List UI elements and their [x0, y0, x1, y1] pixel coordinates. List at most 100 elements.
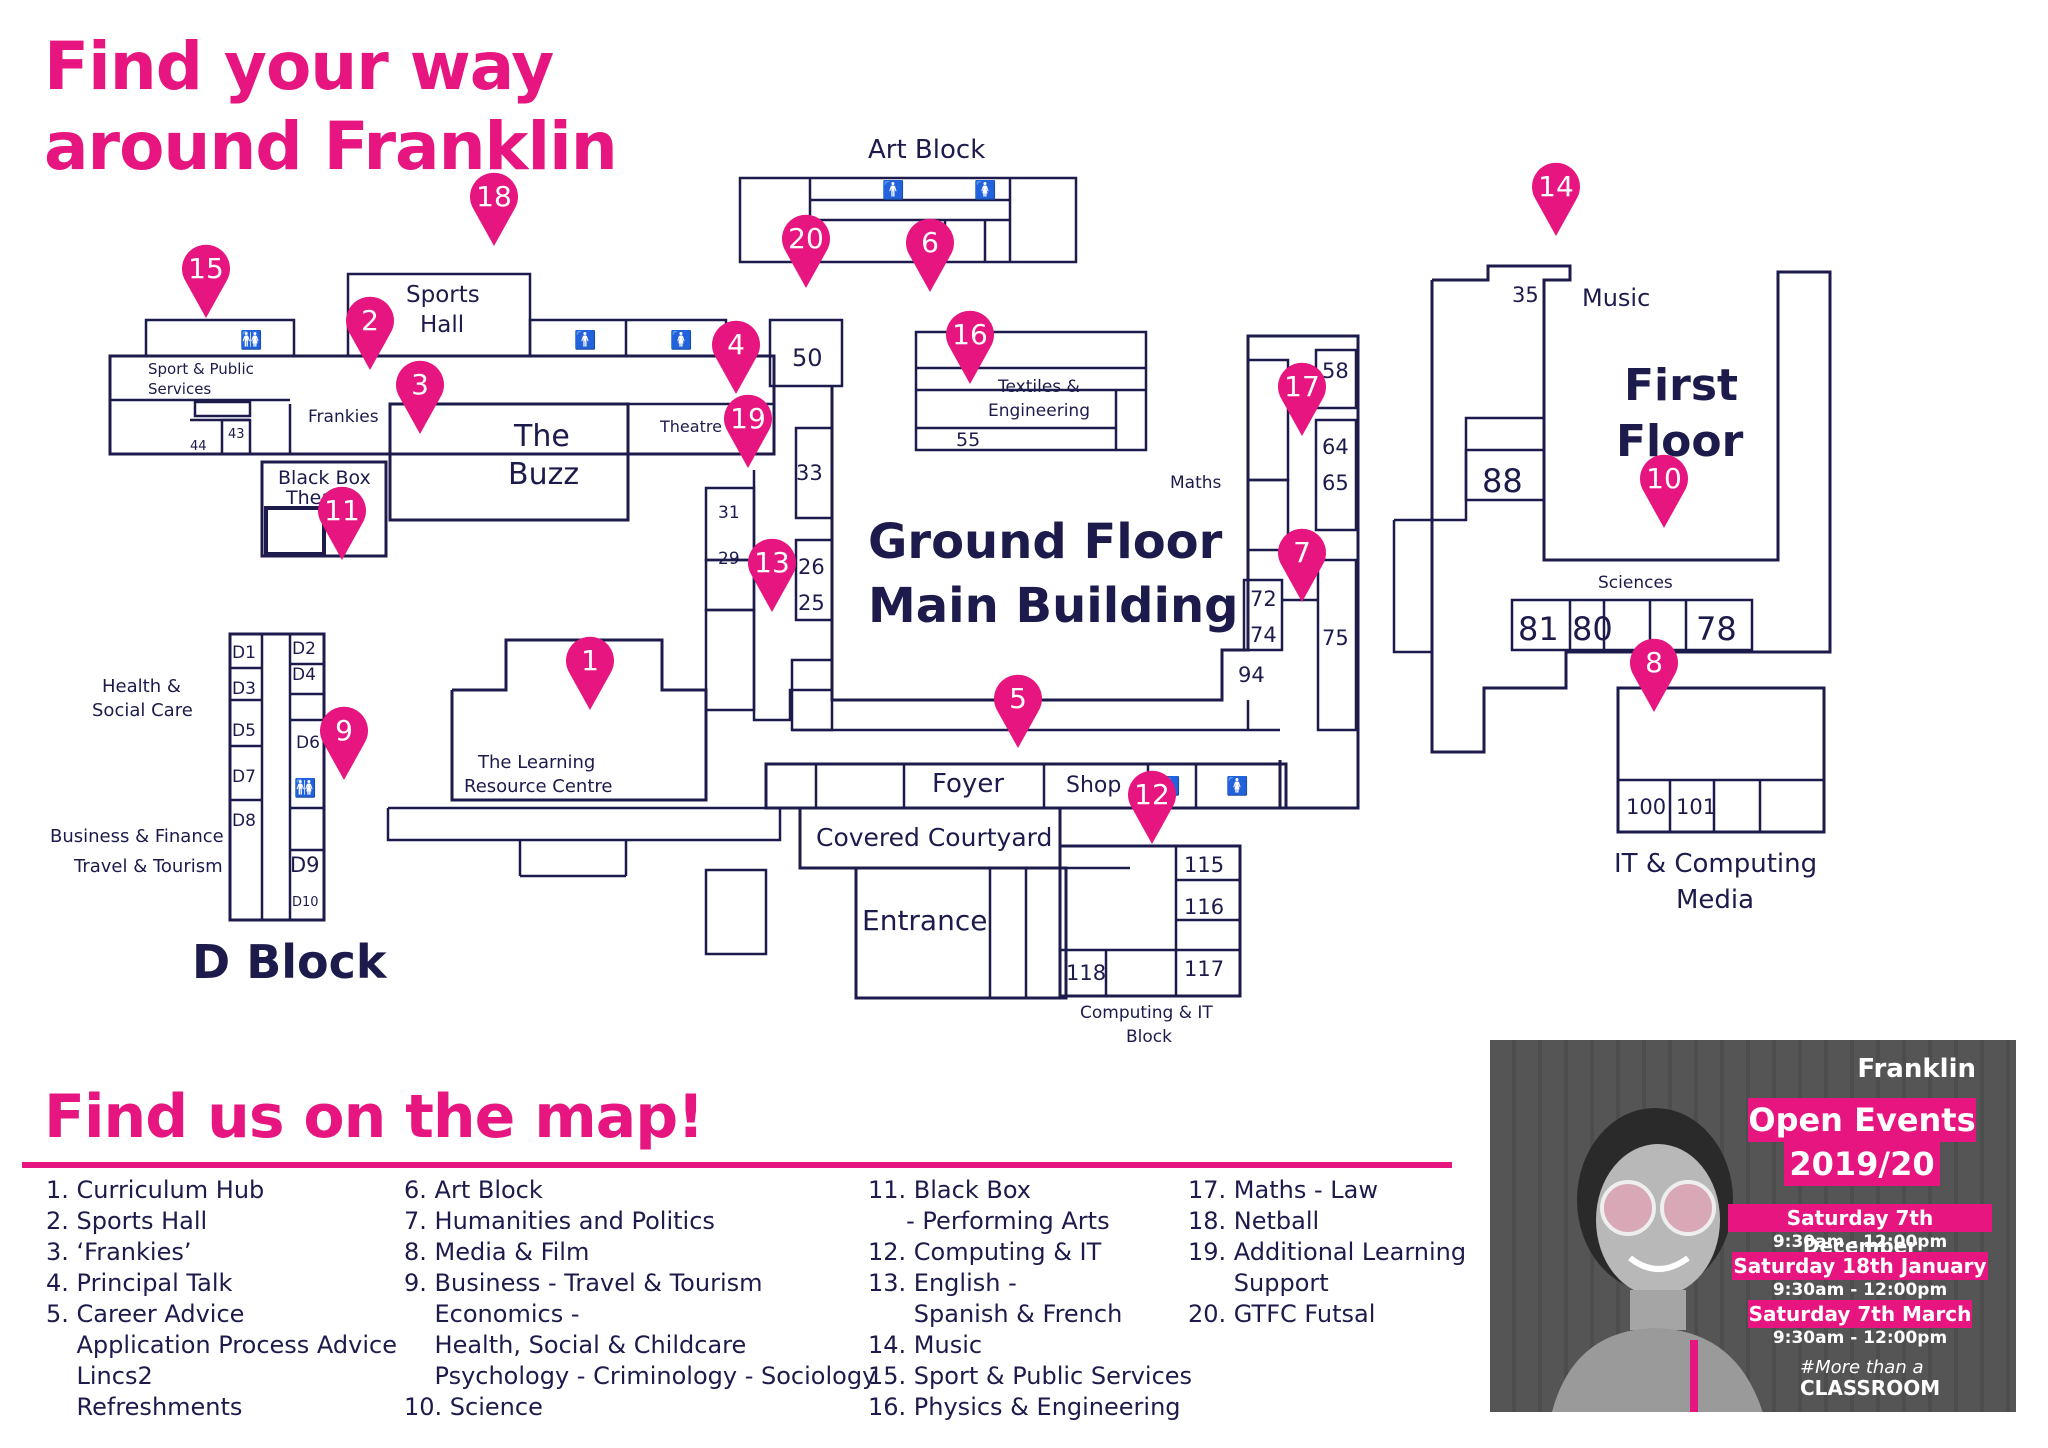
room-33: 33: [796, 461, 823, 485]
room-D6: D6: [296, 733, 320, 753]
legend-item: 4. Principal Talk: [46, 1269, 233, 1297]
legend-item: Health, Social & Childcare: [404, 1331, 747, 1359]
map-marker-10[interactable]: 10: [1640, 454, 1688, 528]
label-health-1: Health &: [102, 676, 181, 697]
map-pin-icon: [470, 172, 518, 246]
map-pin-icon: [1278, 362, 1326, 436]
art-block-building: [738, 176, 1078, 264]
label-first-floor-1: First: [1624, 360, 1738, 411]
map-marker-label: 15: [188, 252, 224, 285]
label-sports-hall-2: Hall: [420, 312, 464, 338]
map-marker-4[interactable]: 4: [712, 320, 760, 394]
campus-map: 50 55 58 64 65 33 31 29 26 25 72 74 75 9…: [50, 135, 1832, 1047]
event-3-time: 9:30am - 12:00pm: [1772, 1328, 1948, 1348]
map-marker-label: 14: [1538, 170, 1574, 203]
map-marker-2[interactable]: 2: [346, 296, 394, 370]
label-ground-floor-2: Main Building: [868, 578, 1239, 634]
open-events-panel: Franklin Open Events 2019/20 Saturday 7t…: [1490, 1040, 2016, 1412]
map-marker-label: 10: [1646, 462, 1682, 495]
label-theatre: Theatre: [659, 417, 722, 436]
page-title-line-1: Find your way: [44, 28, 554, 105]
map-marker-1[interactable]: 1: [566, 636, 614, 710]
room-74: 74: [1250, 623, 1277, 647]
label-black-box-1: Black Box: [278, 467, 371, 489]
room-88: 88: [1482, 462, 1523, 500]
legend-item: - Performing Arts: [868, 1207, 1110, 1235]
map-marker-19[interactable]: 19: [724, 394, 772, 468]
room-58: 58: [1322, 359, 1349, 383]
room-80: 80: [1572, 610, 1613, 648]
d-block-building: [228, 632, 326, 922]
map-marker-15[interactable]: 15: [182, 244, 230, 318]
legend-item: 13. English -: [868, 1269, 1017, 1297]
label-the-buzz-1: The: [513, 419, 570, 454]
map-marker-13[interactable]: 13: [748, 538, 796, 612]
map-marker-8[interactable]: 8: [1630, 638, 1678, 712]
room-25: 25: [798, 591, 825, 615]
legend-item: Economics -: [404, 1300, 580, 1328]
map-pin-icon: [1128, 770, 1176, 844]
toilet-icon: 🚺: [670, 329, 692, 351]
map-marker-7[interactable]: 7: [1278, 528, 1326, 602]
legend-item: 3. ‘Frankies’: [46, 1238, 192, 1266]
map-marker-9[interactable]: 9: [320, 706, 369, 780]
legend-item: Spanish & French: [868, 1300, 1123, 1328]
legend-item: 19. Additional Learning: [1188, 1238, 1467, 1266]
room-72: 72: [1250, 587, 1277, 611]
label-computing-block-1: Computing & IT: [1080, 1003, 1213, 1023]
label-foyer: Foyer: [932, 769, 1004, 799]
map-pin-icon: [318, 486, 366, 560]
label-covered-courtyard: Covered Courtyard: [816, 823, 1052, 852]
room-D9: D9: [290, 853, 320, 877]
room-35: 35: [1512, 283, 1539, 307]
label-entrance: Entrance: [862, 904, 987, 937]
map-marker-5[interactable]: 5: [993, 674, 1043, 748]
map-marker-label: 4: [727, 328, 745, 361]
room-31: 31: [718, 503, 740, 523]
label-sport-public-2: Services: [148, 380, 211, 398]
map-marker-18[interactable]: 18: [470, 172, 518, 246]
map-marker-label: 20: [788, 222, 824, 255]
label-sciences: Sciences: [1598, 573, 1673, 593]
map-pin-icon: [1640, 454, 1688, 528]
legend-item: 1. Curriculum Hub: [46, 1176, 265, 1204]
label-first-floor-2: Floor: [1616, 416, 1744, 467]
map-marker-16[interactable]: 16: [946, 310, 994, 384]
room-D10: D10: [292, 895, 319, 910]
room-D2: D2: [292, 639, 316, 659]
map-marker-6[interactable]: 6: [905, 218, 954, 292]
map-marker-label: 13: [754, 546, 790, 579]
map-marker-14[interactable]: 14: [1532, 162, 1580, 236]
legend-heading: Find us on the map!: [44, 1082, 705, 1152]
map-marker-20[interactable]: 20: [782, 214, 831, 288]
map-marker-label: 3: [411, 368, 429, 401]
legend-divider: [22, 1162, 1452, 1168]
map-marker-3[interactable]: 3: [395, 360, 445, 434]
tagline-line-1: #More than a: [1800, 1357, 1924, 1378]
it-media-building: [1616, 686, 1826, 834]
tagline: #More than a CLASSROOM: [1800, 1357, 1940, 1399]
label-shop: Shop: [1066, 773, 1121, 798]
toilet-icon: 🚺: [1226, 775, 1248, 797]
map-pin-icon: [1532, 162, 1580, 236]
legend-item: 16. Physics & Engineering: [868, 1393, 1181, 1421]
room-101: 101: [1676, 795, 1716, 819]
map-pin-icon: [182, 244, 230, 318]
toilet-icon: 🚺: [974, 179, 996, 201]
map-pin-icon: [946, 310, 994, 384]
map-pin-icon: [346, 296, 394, 370]
legend-item: Psychology - Criminology - Sociology: [404, 1362, 877, 1390]
map-marker-12[interactable]: 12: [1128, 770, 1176, 844]
event-1-time: 9:30am - 12:00pm: [1772, 1232, 1948, 1252]
map-marker-label: 7: [1293, 536, 1311, 569]
map-marker-17[interactable]: 17: [1278, 362, 1326, 436]
event-3-date: Saturday 7th March: [1748, 1300, 1972, 1328]
room-64: 64: [1322, 435, 1349, 459]
label-textiles-1: Textiles &: [997, 377, 1080, 397]
map-marker-label: 6: [921, 226, 939, 259]
label-it-media-2: Media: [1676, 885, 1754, 915]
map-marker-11[interactable]: 11: [318, 486, 366, 560]
